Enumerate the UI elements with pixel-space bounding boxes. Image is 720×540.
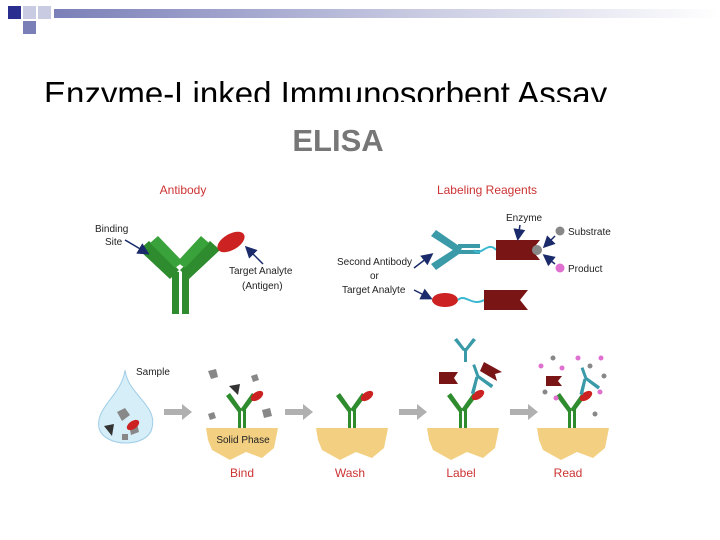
diagram-heading: ELISA: [292, 123, 383, 158]
substrate-icon: [555, 226, 565, 236]
sample-drop-icon: [98, 369, 154, 444]
enzyme-icon: [496, 240, 540, 260]
label-stage: [427, 338, 502, 460]
labeled-analyte-icon: [432, 290, 528, 310]
second-antibody-icon: [431, 230, 480, 270]
second-antibody-label-3: Target Analyte: [342, 285, 406, 296]
target-analyte-arrow: [244, 245, 264, 265]
target-analyte-label-2: (Antigen): [242, 281, 283, 292]
binding-site-label-2: Site: [105, 237, 123, 248]
step-label-bind: Bind: [230, 466, 254, 480]
antigen-icon: [217, 231, 245, 253]
enzyme-label: Enzyme: [506, 213, 543, 224]
substrate-label: Substrate: [568, 227, 611, 238]
antibody-icon: [139, 236, 220, 314]
slide-title: Enzyme-Linked Immunosorbent Assay: [44, 75, 608, 102]
linker-line: [473, 245, 497, 253]
binding-site-label-1: Binding: [95, 224, 128, 235]
target-analyte-reagent-arrow: [413, 288, 433, 300]
second-antibody-label-1: Second Antibody: [337, 257, 412, 268]
second-antibody-arrow: [413, 253, 434, 269]
antibody-title: Antibody: [160, 183, 207, 197]
binding-site-arrow: [124, 239, 150, 255]
flow-arrow-3: [399, 404, 427, 420]
step-label-label: Label: [446, 466, 475, 480]
read-stage: [537, 355, 609, 460]
product-label: Product: [568, 264, 603, 275]
step-label-read: Read: [554, 466, 583, 480]
product-icon: [555, 263, 565, 273]
bind-stage: [206, 369, 278, 460]
sample-label: Sample: [136, 367, 170, 378]
labeling-title: Labeling Reagents: [437, 183, 537, 197]
enzyme-arrow: [513, 224, 526, 241]
solid-phase-label: Solid Phase: [216, 435, 270, 446]
step-label-wash: Wash: [335, 466, 365, 480]
target-analyte-label-1: Target Analyte: [229, 266, 293, 277]
flow-arrow-2: [285, 404, 313, 420]
wash-stage: [316, 390, 388, 460]
second-antibody-label-2: or: [370, 271, 380, 282]
flow-arrow-4: [510, 404, 538, 420]
flow-arrow-1: [164, 404, 192, 420]
substrate-arrow: [542, 235, 556, 249]
substrate-dot-bound: [532, 245, 542, 255]
product-arrow: [542, 254, 556, 267]
header-decoration: [8, 6, 720, 34]
